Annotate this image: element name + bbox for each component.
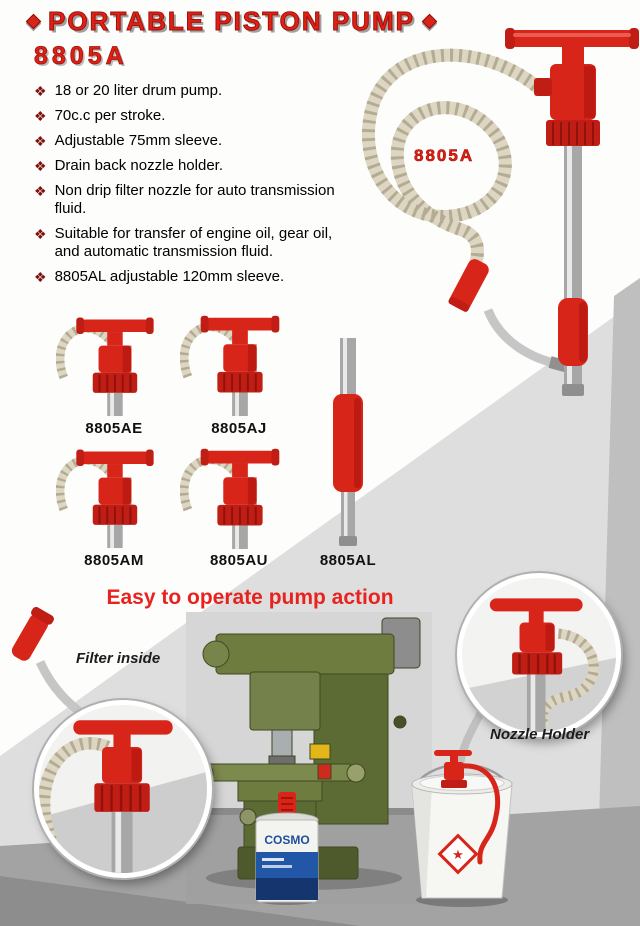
model-number: 8805A xyxy=(34,42,128,71)
feature-text: 70c.c per stroke. xyxy=(54,107,166,124)
variant-photo-8805am xyxy=(56,438,172,550)
feature-text: Drain back nozzle holder. xyxy=(54,157,223,174)
double-diamond-bullet-icon: ❖ xyxy=(34,269,47,285)
can-brand-text: COSMO xyxy=(264,833,309,847)
nozzle-grip xyxy=(448,259,489,312)
nozzle-callout-label: Nozzle Holder xyxy=(490,726,590,743)
double-diamond-bullet-icon: ❖ xyxy=(34,133,47,149)
title-diamond-right-icon xyxy=(421,13,438,30)
svg-text:★: ★ xyxy=(452,847,464,862)
pail-hose xyxy=(459,763,501,865)
variant-photo-8805ae xyxy=(56,306,172,418)
hero-model-label: 8805A xyxy=(414,146,475,166)
variant-label-8805ae: 8805AE xyxy=(85,420,143,437)
header: PORTABLE PISTON PUMP xyxy=(25,6,438,37)
filter-callout-label: Filter inside xyxy=(76,650,161,667)
double-diamond-bullet-icon: ❖ xyxy=(34,158,47,174)
variant-photo-8805al xyxy=(333,338,363,546)
feature-list: ❖ 18 or 20 liter drum pump. ❖ 70c.c per st… xyxy=(34,82,336,293)
variant-label-8805aj: 8805AJ xyxy=(211,420,267,437)
action-heading: Easy to operate pump action xyxy=(106,586,394,609)
coiled-hose xyxy=(361,48,543,269)
nozzle-pump-illustration xyxy=(462,578,616,732)
feature-text: 8805AL adjustable 120mm sleeve. xyxy=(54,268,285,285)
feature-item: ❖ 8805AL adjustable 120mm sleeve. xyxy=(34,268,336,286)
variant-label-8805al: 8805AL xyxy=(319,552,377,569)
nozzle-circle-photo xyxy=(457,573,621,737)
feature-text: Non drip filter nozzle for auto transmis… xyxy=(54,182,335,217)
feature-text: 18 or 20 liter drum pump. xyxy=(54,82,223,99)
cosmo-can-photo: COSMO xyxy=(255,792,319,905)
double-diamond-bullet-icon: ❖ xyxy=(34,108,47,124)
feature-item: ❖ Drain back nozzle holder. xyxy=(34,157,336,175)
machine-photo xyxy=(186,612,432,904)
feature-item: ❖ 18 or 20 liter drum pump. xyxy=(34,82,336,100)
oil-pail-photo: ★ xyxy=(411,750,513,907)
variant-photo-8805aj xyxy=(180,304,298,418)
double-diamond-bullet-icon: ❖ xyxy=(34,226,47,242)
filter-circle-photo xyxy=(34,700,212,878)
variant-photo-8805au xyxy=(180,438,298,550)
variant-label-8805am: 8805AM xyxy=(84,552,144,569)
feature-item: ❖ Adjustable 75mm sleeve. xyxy=(34,132,336,150)
bent-suction-pipe xyxy=(483,308,552,367)
feature-item: ❖ Suitable for transfer of engine oil, ge… xyxy=(34,225,336,261)
page-title: PORTABLE PISTON PUMP xyxy=(48,6,415,37)
hero-pump-illustration xyxy=(361,28,639,396)
pail-pump xyxy=(434,750,472,788)
pail-brand-logo: ★ xyxy=(437,833,479,875)
filter-pump-illustration xyxy=(39,705,207,873)
variant-label-8805au: 8805AU xyxy=(209,552,269,569)
double-diamond-bullet-icon: ❖ xyxy=(34,83,47,99)
hero-photo: 8805A xyxy=(338,24,640,406)
double-diamond-bullet-icon: ❖ xyxy=(34,183,47,199)
pump-body xyxy=(505,28,639,396)
feature-text: Adjustable 75mm sleeve. xyxy=(54,132,223,149)
feature-item: ❖ Non drip filter nozzle for auto transmi… xyxy=(34,182,336,218)
title-diamond-left-icon xyxy=(25,13,42,30)
feature-item: ❖ 70c.c per stroke. xyxy=(34,107,336,125)
feature-text: Suitable for transfer of engine oil, gea… xyxy=(54,225,333,260)
